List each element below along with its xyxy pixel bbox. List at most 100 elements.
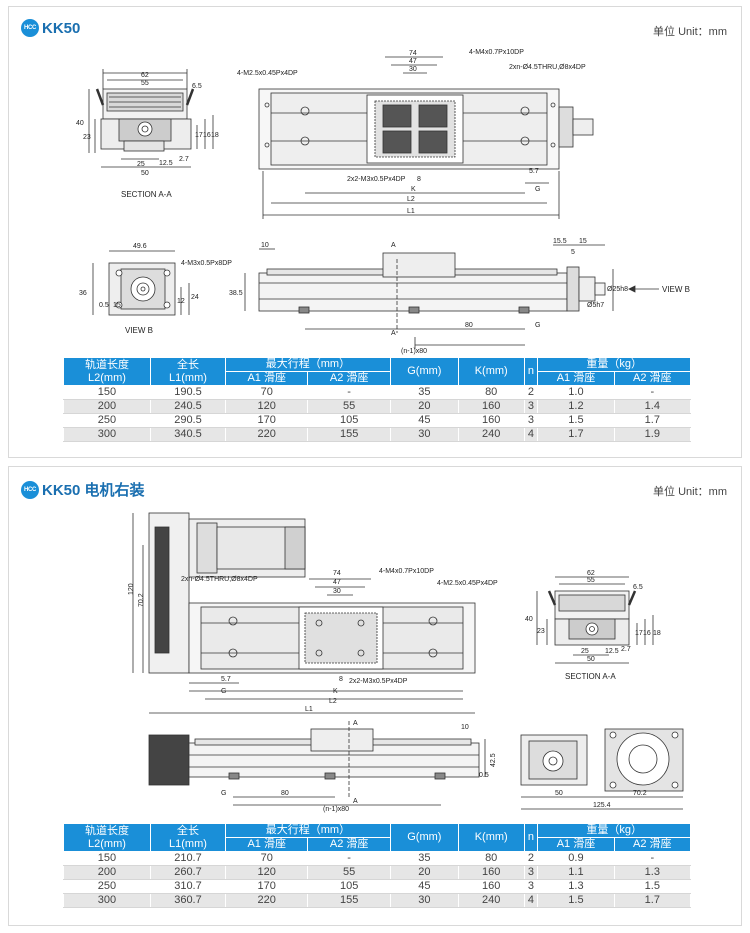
dim-74: 74 xyxy=(409,50,417,57)
header-n: n xyxy=(523,357,539,386)
table-cell: 155 xyxy=(307,427,391,442)
table-cell: 160 xyxy=(457,399,525,414)
dim-6-5: 6.5 xyxy=(192,83,202,90)
table-cell: 160 xyxy=(457,879,525,894)
table-cell: 35 xyxy=(389,851,459,866)
table-cell: - xyxy=(613,385,692,400)
table-cell: 1.3 xyxy=(613,865,692,880)
table-cell: 20 xyxy=(389,399,459,414)
table-cell: 1.0 xyxy=(537,385,615,400)
dim-30: 30 xyxy=(333,588,341,595)
panel-header: HCC KK50 电机右装 xyxy=(21,479,145,500)
dim-50: 50 xyxy=(141,170,149,177)
dim-40: 40 xyxy=(525,616,533,623)
table-cell: 80 xyxy=(457,851,525,866)
panel-title: KK50 电机右装 xyxy=(42,482,145,499)
table-cell: 160 xyxy=(457,865,525,880)
header-stroke-a2: A2 滑座 xyxy=(307,837,391,852)
motor-side-view-drawing xyxy=(148,721,486,806)
view-b-drawing xyxy=(92,250,190,316)
dim-5h7: Ø5h7 xyxy=(587,302,604,309)
table-cell: 160 xyxy=(457,413,525,428)
kk50-motor-right-panel: HCC KK50 电机右装 单位 Unit：mm xyxy=(8,466,742,926)
dim-42-5: 42.5 xyxy=(490,753,497,767)
table-cell: 80 xyxy=(457,385,525,400)
dim-g: G xyxy=(221,688,226,695)
dim-70-2b: 70.2 xyxy=(633,790,647,797)
dim-8: 8 xyxy=(417,176,421,183)
table-cell: 55 xyxy=(307,865,391,880)
header-weight-a2: A2 滑座 xyxy=(613,837,692,852)
table-cell: 170 xyxy=(225,413,309,428)
dim-10: 10 xyxy=(261,242,269,249)
dim-38-5: 38.5 xyxy=(229,290,243,297)
table-cell: 250 xyxy=(63,879,151,894)
table-cell: 120 xyxy=(225,399,309,414)
dim-2-7: 2.7 xyxy=(621,646,631,653)
unit-label: 单位 Unit：mm xyxy=(653,26,727,38)
table-cell: 120 xyxy=(225,865,309,880)
table-cell: 3 xyxy=(523,413,539,428)
dim-15: 15 xyxy=(113,302,121,309)
dim-5: 5 xyxy=(571,249,575,256)
dim-0-5: 0.5 xyxy=(99,302,109,309)
table-cell: 1.3 xyxy=(537,879,615,894)
dim-15-side: 15 xyxy=(579,238,587,245)
dim-17: 17 xyxy=(195,132,203,139)
table-cell: - xyxy=(613,851,692,866)
motor-end-view-drawing xyxy=(520,728,684,810)
table-cell: 20 xyxy=(389,865,459,880)
dim-55: 55 xyxy=(141,80,149,87)
panel-title: KK50 xyxy=(42,19,81,37)
header-g: G(mm) xyxy=(389,823,459,852)
table-cell: 220 xyxy=(225,427,309,442)
table-cell: 340.5 xyxy=(149,427,227,442)
header-weight: 重量（kg） xyxy=(537,357,691,372)
dim-25: 25 xyxy=(581,648,589,655)
header-n: n xyxy=(523,823,539,852)
header-stroke-a1: A1 滑座 xyxy=(225,837,309,852)
table-cell: 4 xyxy=(523,893,539,908)
section-aa-drawing xyxy=(88,69,214,168)
table-cell: 1.2 xyxy=(537,399,615,414)
table-cell: 1.5 xyxy=(613,879,692,894)
table-cell: 240 xyxy=(457,893,525,908)
dim-16: 16 xyxy=(643,630,651,637)
table-cell: 300 xyxy=(63,893,151,908)
dim-23: 23 xyxy=(83,134,91,141)
table-cell: 105 xyxy=(307,413,391,428)
dim-15-5: 15.5 xyxy=(553,238,567,245)
table-cell: 30 xyxy=(389,893,459,908)
header-stroke-a1: A1 滑座 xyxy=(225,371,309,386)
dim-18: 18 xyxy=(653,630,661,637)
table-cell: 1.5 xyxy=(537,893,615,908)
thru-callout: 2xn-Ø4.5THRU,Ø8x4DP xyxy=(509,64,586,71)
table-cell: 70 xyxy=(225,851,309,866)
table-cell: 1.4 xyxy=(613,399,692,414)
table-cell: 250 xyxy=(63,413,151,428)
dim-l2: L2 xyxy=(329,698,337,705)
section-a-bottom: A xyxy=(353,798,358,805)
table-cell: - xyxy=(307,851,391,866)
table-cell: 4 xyxy=(523,427,539,442)
dim-25: 25 xyxy=(137,161,145,168)
unit-label: 单位 Unit：mm xyxy=(653,486,727,498)
section-aa-drawing xyxy=(536,576,654,664)
dim-l1: L1 xyxy=(305,706,313,713)
header-g: G(mm) xyxy=(389,357,459,386)
dim-80: 80 xyxy=(465,322,473,329)
dim-n80: (n-1)x80 xyxy=(323,806,349,813)
dim-5-7: 5.7 xyxy=(221,676,231,683)
m4-callout: 4-M4x0.7Px10DP xyxy=(469,49,524,56)
table-cell: 200 xyxy=(63,399,151,414)
